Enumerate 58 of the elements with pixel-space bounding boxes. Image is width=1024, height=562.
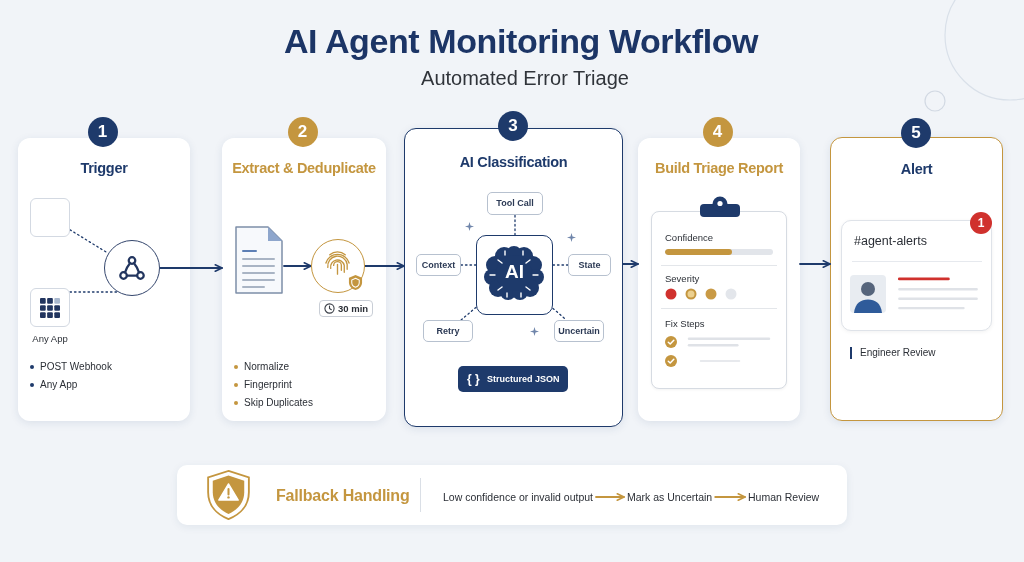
ai-text: AI — [505, 261, 524, 283]
dotted-connector — [552, 264, 569, 266]
dotted-connector — [514, 214, 516, 236]
flow-arrow — [364, 262, 405, 270]
braces-text: { } — [467, 371, 480, 387]
step-badge: 5 — [901, 118, 931, 148]
app-tile — [30, 198, 70, 237]
card-title: Build Triage Report — [655, 159, 783, 177]
dotted-connector — [69, 229, 109, 254]
concept-tag: Retry — [423, 320, 473, 342]
bullet-text: POST Webhook — [40, 361, 112, 373]
tag-text: Structured JSON — [487, 373, 560, 385]
page-subtitle: Automated Error Triage — [421, 66, 629, 90]
flow-step-text: Human Review — [745, 490, 823, 504]
flow-arrow — [622, 260, 639, 268]
card-title: Trigger — [80, 159, 128, 177]
section-label: Severity — [665, 273, 700, 285]
flow-arrow — [714, 493, 746, 501]
concept-tag: Uncertain — [554, 320, 604, 342]
flow-arrow — [799, 260, 831, 268]
output-tag — [458, 366, 568, 392]
dotted-connector — [460, 264, 477, 266]
dotted-connector — [460, 306, 477, 321]
dotted-connector — [69, 291, 119, 293]
flow-step-text: Mark as Uncertain — [624, 490, 716, 504]
card-title: Alert — [900, 160, 933, 178]
tile-label: Any App — [32, 333, 68, 344]
flow-step-text: Low confidence or invalid output — [440, 490, 596, 504]
bullet-text: Skip Duplicates — [244, 397, 313, 409]
bullet-text: Any App — [40, 379, 78, 391]
step-badge: 3 — [498, 111, 528, 141]
card-title: AI Classification — [459, 153, 568, 171]
concept-tag: State — [568, 254, 611, 276]
step-badge: 4 — [702, 117, 733, 147]
section-label: Fix Steps — [665, 318, 705, 330]
step-badge: 2 — [287, 117, 318, 147]
flow-arrow — [595, 493, 625, 501]
ai-core-box — [476, 235, 553, 315]
panel-title: Fallback Handling — [276, 487, 410, 505]
card-title: Extract & Deduplicate — [232, 159, 376, 177]
dotted-connector — [552, 307, 567, 321]
channel-name: #agent-alerts — [854, 234, 927, 249]
concept-tag: Tool Call — [487, 192, 543, 215]
bullet-text: Fingerprint — [244, 379, 292, 391]
bullet-text: Normalize — [244, 361, 289, 373]
flow-arrow — [283, 262, 312, 270]
page-title: AI Agent Monitoring Workflow — [283, 21, 759, 61]
section-label: Confidence — [665, 232, 714, 244]
note-text: Engineer Review — [850, 347, 936, 359]
step-badge: 1 — [87, 117, 118, 147]
fingerprint-circle — [311, 239, 365, 293]
fallback-panel — [177, 465, 847, 525]
webhook-circle — [104, 240, 160, 296]
notification-badge: 1 — [970, 212, 992, 234]
concept-tag: Context — [416, 254, 461, 276]
document-icon — [234, 225, 284, 295]
flow-arrow — [159, 264, 223, 272]
duration-text: 30 min — [338, 302, 369, 315]
